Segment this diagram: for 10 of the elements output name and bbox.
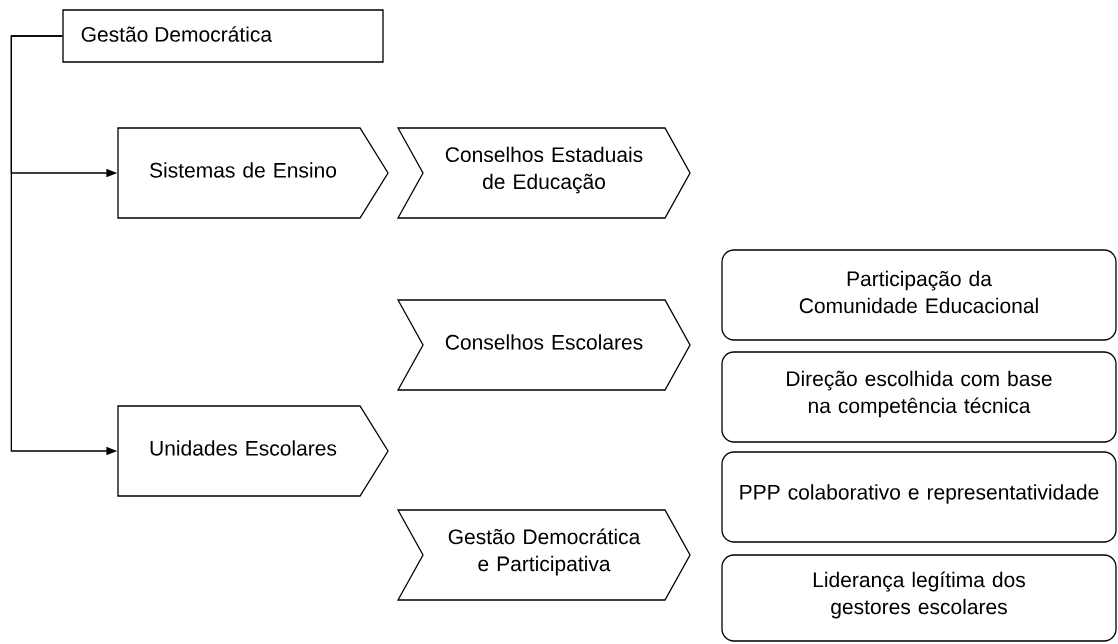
rounded-box: Direção escolhida com base na competência técnica [721, 351, 1117, 443]
title-box: Gestão Democrática [62, 9, 384, 63]
pentagon-box: Unidades Escolares [117, 405, 389, 497]
chevron-box: Conselhos Escolares [396, 299, 691, 391]
chevron-box: Gestão Democrática e Participativa [396, 509, 691, 601]
rounded-box: Liderança legítima dos gestores escolares [721, 554, 1117, 642]
rounded-box: PPP colaborativo e representatividade [721, 451, 1117, 543]
rounded-box: Participação da Comunidade Educacional [721, 249, 1117, 341]
pentagon-box: Sistemas de Ensino [117, 127, 389, 219]
chevron-box: Conselhos Estaduais de Educação [396, 127, 691, 219]
